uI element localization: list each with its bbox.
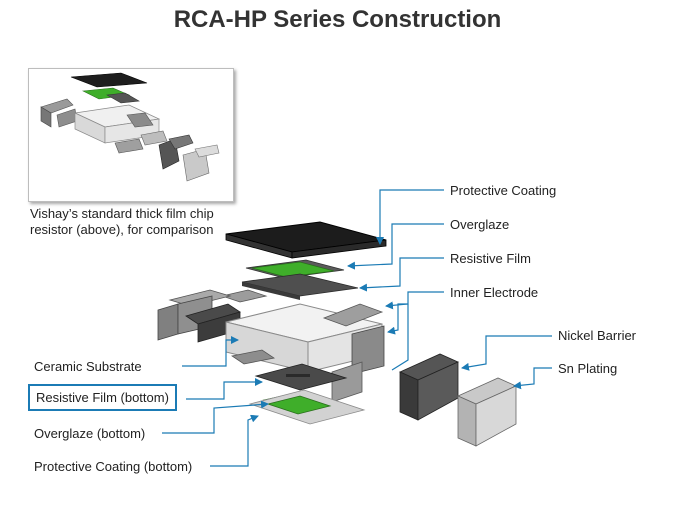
label-sn-plating: Sn Plating (558, 361, 618, 376)
label-resistive-film: Resistive Film (450, 251, 531, 266)
label-protective-coating: Protective Coating (450, 183, 557, 198)
right-electrode-pieces (230, 303, 385, 403)
protective-coating-bottom-layer (248, 389, 366, 425)
standard-resistor-exploded-diagram (40, 72, 220, 182)
label-nickel-barrier: Nickel Barrier (558, 328, 637, 343)
overglaze-layer (245, 259, 345, 279)
comparison-caption: Vishay’s standard thick film chip resist… (30, 206, 214, 237)
resistive-film-layer (241, 273, 359, 300)
label-resistive-film-bottom: Resistive Film (bottom) (28, 384, 177, 411)
comparison-thumbnail (28, 68, 234, 202)
nickel-barrier-cap (399, 353, 459, 421)
label-overglaze-bottom: Overglaze (bottom) (34, 426, 146, 441)
sn-plating-cap (457, 377, 517, 447)
protective-coating-layer (225, 221, 387, 259)
label-ceramic-substrate: Ceramic Substrate (34, 359, 142, 374)
label-protective-coating-bottom: Protective Coating (bottom) (34, 459, 193, 474)
leader-lines (162, 189, 552, 467)
page-title: RCA-HP Series Construction (173, 6, 502, 33)
left-terminal-pieces (157, 289, 268, 343)
resistive-film-bottom-layer (254, 363, 348, 391)
label-inner-electrode: Inner Electrode (450, 285, 539, 300)
label-overglaze: Overglaze (450, 217, 510, 232)
